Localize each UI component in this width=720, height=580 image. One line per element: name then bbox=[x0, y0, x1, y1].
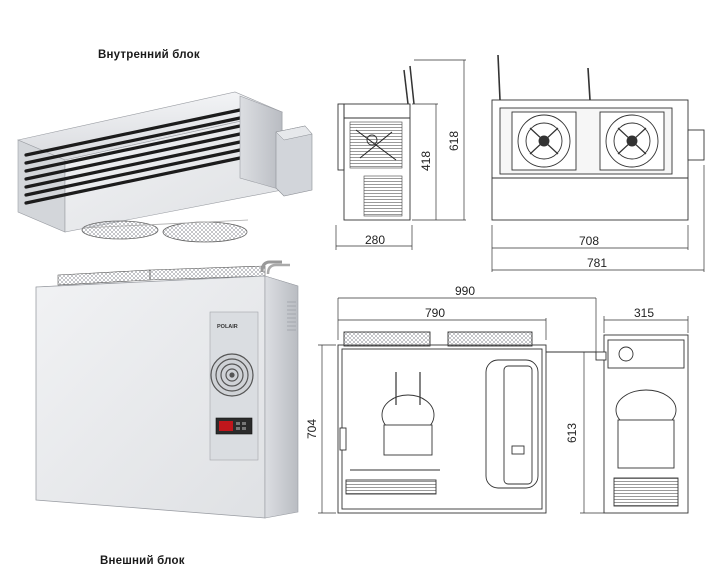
dim-indoor-front-width-total: 781 bbox=[587, 256, 608, 270]
dim-indoor-side-width: 280 bbox=[365, 233, 386, 247]
dim-outdoor-side-depth: 315 bbox=[634, 306, 655, 320]
dim-indoor-front-width-body: 708 bbox=[579, 234, 600, 248]
round-vent bbox=[210, 353, 254, 397]
indoor-unit-caption: Внутренний блок bbox=[98, 49, 200, 61]
outdoor-front-view bbox=[337, 331, 596, 514]
outdoor-side-view bbox=[595, 334, 689, 514]
outdoor-front-dimensions bbox=[318, 297, 597, 514]
dim-outdoor-height: 704 bbox=[305, 418, 320, 440]
dim-indoor-side-height-total: 618 bbox=[447, 130, 462, 152]
indoor-side-dimensions bbox=[335, 59, 466, 250]
indoor-front-view bbox=[491, 54, 705, 221]
outdoor-side-dimensions bbox=[580, 316, 689, 514]
dim-indoor-side-height-inner: 418 bbox=[419, 150, 434, 172]
dim-outdoor-total-width: 990 bbox=[455, 284, 476, 298]
indoor-unit-photo bbox=[17, 91, 313, 243]
dim-outdoor-side-height: 613 bbox=[565, 422, 580, 444]
brand-logo: POLAIR bbox=[217, 324, 238, 330]
dim-outdoor-body-width: 790 bbox=[425, 306, 446, 320]
outdoor-unit-photo: POLAIR bbox=[35, 260, 299, 519]
indoor-fins bbox=[24, 108, 242, 205]
outdoor-unit-caption: Внешний блок bbox=[100, 555, 185, 567]
indoor-front-dimensions bbox=[491, 165, 705, 272]
indoor-side-view bbox=[337, 65, 415, 221]
